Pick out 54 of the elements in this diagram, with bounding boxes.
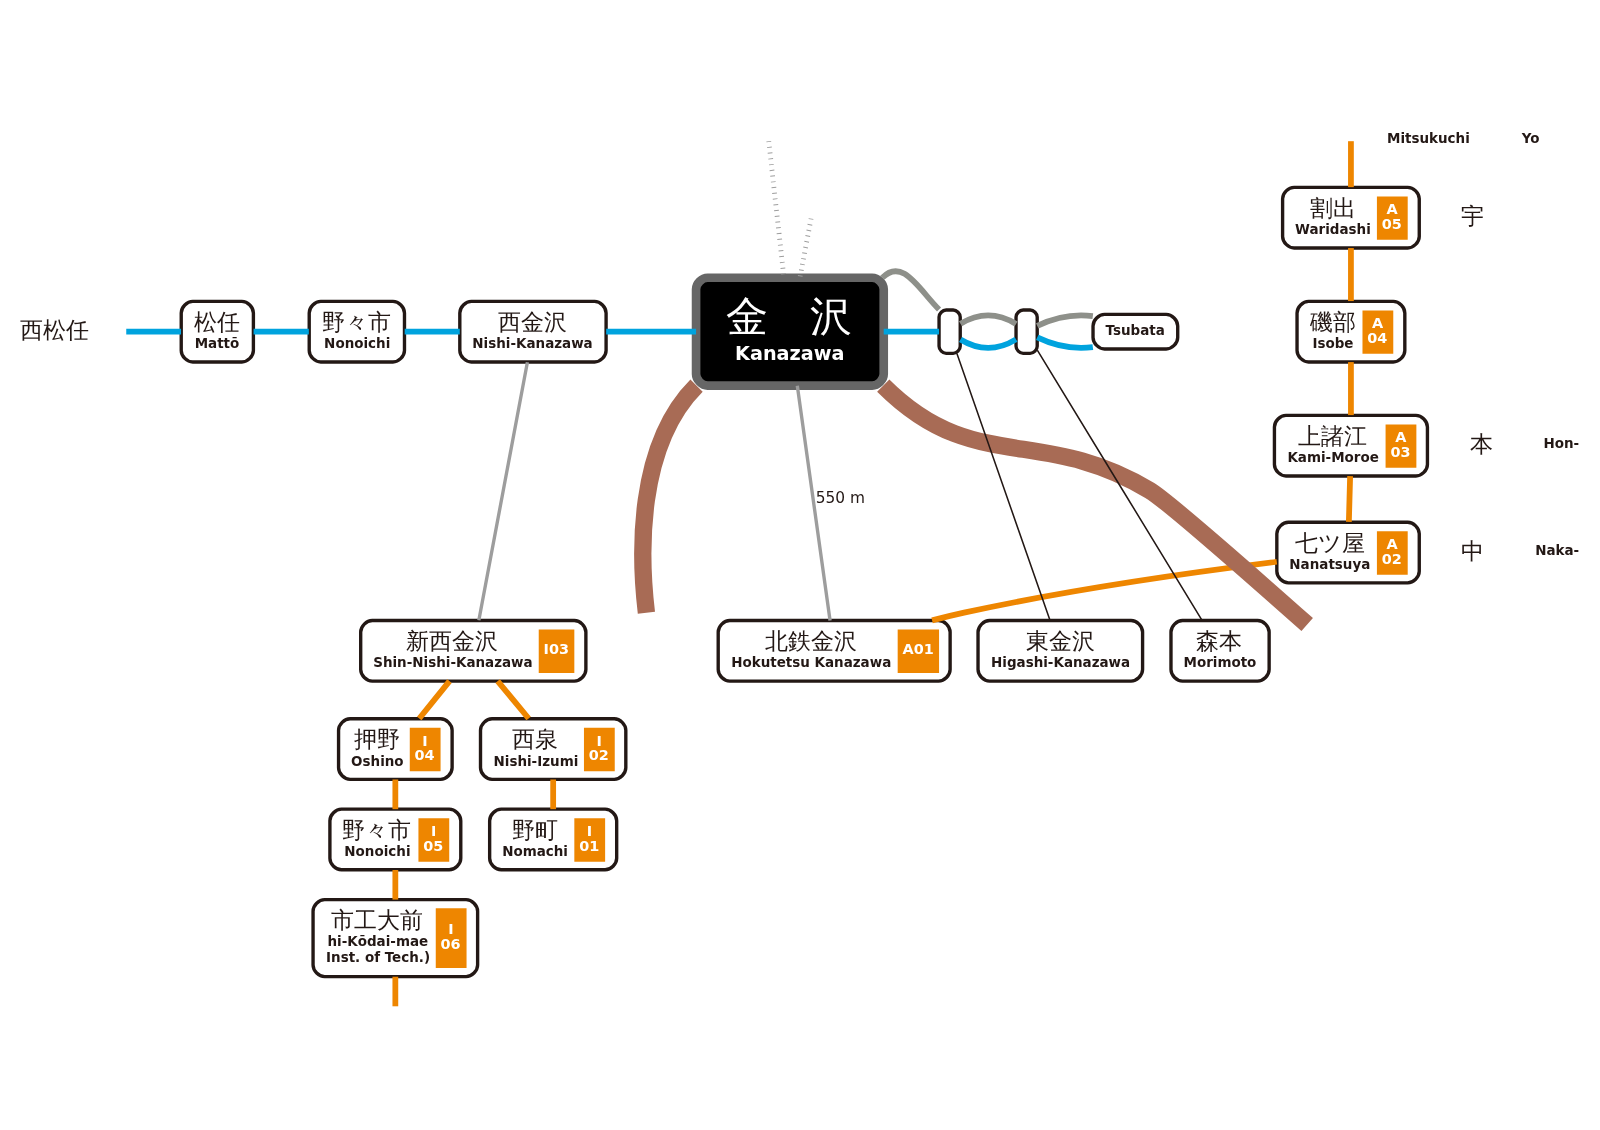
node-box: 西泉 Nishi-Izumi I 02: [478, 717, 628, 782]
node-box: 押野 Oshino I 04: [336, 717, 454, 782]
connector: [550, 779, 557, 810]
connector: [877, 379, 1313, 632]
node-box: 森本 Morimoto: [1169, 618, 1271, 683]
connector: [956, 352, 1051, 622]
connector: [1036, 349, 1203, 622]
connector: [959, 312, 1018, 327]
connector: [1348, 248, 1354, 302]
connector: [392, 870, 399, 900]
edge-label: 550 m: [815, 488, 866, 507]
connector: [883, 328, 940, 335]
node-box: 新西金沢 Shin-Nishi-Kanazawa I03: [359, 618, 588, 683]
connector: [392, 976, 399, 1007]
label: Naka-: [1535, 542, 1580, 559]
connector: [404, 328, 460, 335]
label: 西松任: [19, 316, 89, 343]
label: 宇: [1461, 202, 1485, 229]
node-box: 七ツ屋 Nanatsuya A 02: [1275, 520, 1421, 585]
connector: [634, 379, 704, 614]
connector: [766, 141, 787, 278]
node-box: 野町 Nomachi I 01: [487, 807, 619, 872]
node-box: [937, 308, 962, 355]
node-box: 野々市 Nonoichi: [307, 299, 407, 364]
connector: [477, 361, 530, 621]
connector: [1348, 362, 1354, 416]
node-box: 上諸江 Kami-Moroe A 03: [1272, 413, 1430, 478]
node-box: 東金沢 Higashi-Kanazawa: [976, 618, 1145, 683]
connector: [1036, 312, 1094, 329]
connector: [126, 328, 182, 335]
node-box: 金 沢 Kanazawa: [691, 273, 889, 390]
node-box: 割出 Waridashi A 05: [1280, 185, 1421, 250]
connector: [606, 328, 697, 335]
connector: [417, 679, 452, 721]
node-box: 北鉄金沢 Hokutetsu Kanazawa A01: [716, 618, 952, 683]
label: 本: [1469, 430, 1493, 457]
connector: [797, 218, 814, 279]
connector: [495, 679, 531, 721]
node-box: 西金沢 Nishi-Kanazawa: [458, 299, 608, 364]
node-box: [1014, 308, 1039, 355]
connector: [795, 385, 832, 621]
label: Hon-: [1543, 435, 1580, 452]
node-box: Tsubata: [1091, 312, 1180, 351]
label: 中: [1461, 537, 1485, 564]
connector: [1036, 334, 1094, 351]
label: Mitsukuchi: [1387, 129, 1470, 146]
node-box: 松任 Mattō: [179, 299, 256, 364]
connector: [959, 336, 1018, 351]
connector: [253, 328, 309, 335]
label: Yo: [1521, 129, 1540, 146]
connector: [931, 558, 1278, 624]
connector: [1345, 476, 1353, 522]
connector: [1348, 141, 1354, 188]
connector: [392, 779, 399, 810]
